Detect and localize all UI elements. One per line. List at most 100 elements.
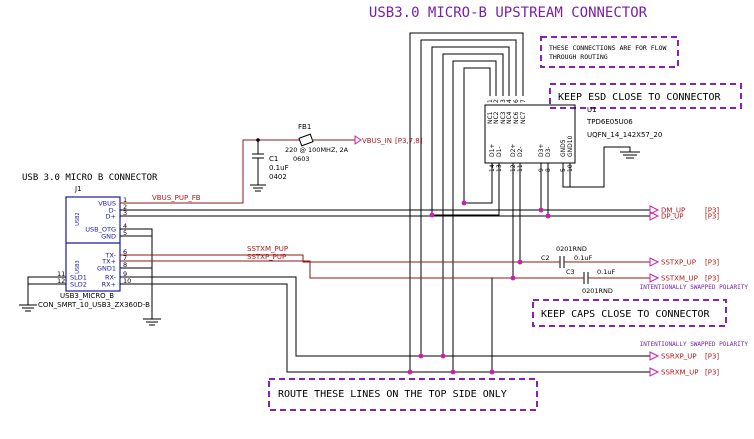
port-dp-up[interactable]: DP_UP [P3] <box>649 211 719 221</box>
u1-pin-name-d2m: D2- <box>517 146 524 157</box>
c2-capacitor[interactable] <box>559 256 565 268</box>
page-title: USB3.0 MICRO-B UPSTREAM CONNECTOR <box>369 5 648 21</box>
port-name: SSRXM_UP <box>661 369 698 377</box>
flow-note-line-1: THESE CONNECTIONS ARE FOR FLOW <box>549 44 666 52</box>
port-sstxm-up[interactable]: SSTXM_UP [P3] <box>649 273 719 283</box>
net-sstxp-pup: SSTXP_PUP <box>247 253 286 261</box>
u1-ground-symbol <box>620 151 640 159</box>
u1-pin-name-d2p: D2+ <box>510 144 517 157</box>
j1-pin-name-4: USB_OTG <box>85 226 116 234</box>
j1-pin-name-12: SLD2 <box>70 281 87 289</box>
caps-note-box: KEEP CAPS CLOSE TO CONNECTOR <box>532 299 727 327</box>
j1-pin-num-2: 2 <box>123 203 127 211</box>
port-name: SSRXP_UP <box>661 353 697 361</box>
j1-pin-name-1: VBUS <box>98 200 116 208</box>
port-name: DM_UP <box>661 207 685 215</box>
port-arrow-icon <box>649 211 660 221</box>
connector-part: USB3_MICRO_B <box>60 292 114 300</box>
u1-esd-device[interactable]: U1 TPD6E05U06 UQFN_14_142X57_20 1NC12NC2… <box>484 99 662 172</box>
j1-pin-name-10: RX+ <box>102 281 116 289</box>
u1-pin-name-d1m: D1- <box>496 146 503 157</box>
j1-pin-name-7: TX+ <box>101 258 116 266</box>
route-note-text: ROUTE THESE LINES ON THE TOP SIDE ONLY <box>278 389 507 400</box>
port-ssrxm-up[interactable]: SSRXM_UP [P3] <box>649 367 719 377</box>
u1-pin-name-d3p: D3+ <box>538 144 545 157</box>
j1-pin-num-1: 1 <box>123 196 127 204</box>
connector-heading: USB 3.0 MICRO B CONNECTOR <box>22 173 158 183</box>
j1-gnd-bus <box>120 228 153 319</box>
j1-pin-num-8: 8 <box>123 261 127 269</box>
u1-pin-num-2: 2 <box>493 99 500 103</box>
j1-pin-num-6: 6 <box>123 248 127 256</box>
u1-pin-num-4: 4 <box>506 99 513 103</box>
net-sstxm-pup: SSTXM_PUP <box>247 245 288 253</box>
port-arrow-icon <box>649 205 660 215</box>
ssrxp-wire <box>120 276 650 357</box>
u1-package: UQFN_14_142X57_20 <box>587 131 662 139</box>
connector-ref: J1 <box>74 185 82 193</box>
u1-ref: U1 <box>587 106 597 114</box>
port-sstxp-up[interactable]: SSTXP_UP[P3] <box>649 257 719 267</box>
net-vbus-pup-fb: VBUS_PUP_FB <box>152 194 201 202</box>
c1-ref: C1 <box>269 155 278 163</box>
port-arrow-icon <box>649 257 660 267</box>
u1-pin-name-d3m: D3- <box>545 146 552 157</box>
esd-note-box: KEEP ESD CLOSE TO CONNECTOR <box>549 83 742 109</box>
c3-value: 0.1uF <box>597 268 615 276</box>
u1-pin-name-nc7: NC7 <box>520 111 527 124</box>
j1-pin-num-12: 12 <box>57 277 65 285</box>
port-ssrxp-up[interactable]: SSRXP_UP [P3] <box>649 351 719 361</box>
route-note-box: ROUTE THESE LINES ON THE TOP SIDE ONLY <box>268 378 538 411</box>
j1-pin-num-10: 10 <box>123 277 131 285</box>
port-ref: [P3] <box>705 213 719 221</box>
j1-pin-num-9: 9 <box>123 270 127 278</box>
port-name: DP_UP <box>661 213 683 221</box>
j1-pin-name-11: SLD1 <box>70 274 87 282</box>
ground-symbol-left <box>19 304 37 312</box>
c2-ref: C2 <box>541 254 550 262</box>
net-vbus-in: VBUS_IN <box>362 137 392 145</box>
u1-part: TPD6E05U06 <box>586 118 633 126</box>
c1-capacitor[interactable] <box>250 140 266 192</box>
esd-note-text: KEEP ESD CLOSE TO CONNECTOR <box>558 92 722 103</box>
port-dm-up[interactable]: DM_UP [P3] <box>649 205 719 215</box>
offsheet-ports: DM_UP[P3]DP_UP[P3]SSTXP_UP[P3]SSTXM_UP[P… <box>649 205 719 377</box>
flow-through-routing <box>409 32 524 372</box>
u1-pin-name-gnd10: GND10 <box>567 135 574 157</box>
fb1-ferrite-bead[interactable] <box>298 133 314 147</box>
u1-pin-name-gnd5: GND5 <box>560 139 567 157</box>
c2-value: 0.1uF <box>574 254 592 262</box>
j1-pin-name-2: D- <box>109 207 117 215</box>
j1-pin-num-4: 4 <box>123 222 127 230</box>
fb1-value: 220 @ 100MHZ, 2A <box>285 146 349 154</box>
u1-pin-num-3: 3 <box>500 99 507 103</box>
j1-pin-name-3: D+ <box>106 213 116 221</box>
swap-note-2: INTENTIONALLY SWAPPED POLARITY <box>640 341 749 348</box>
port-arrow-icon <box>649 367 660 377</box>
j1-pin-num-3: 3 <box>123 209 127 217</box>
port-ref: [P3] <box>705 353 719 361</box>
vbus-pup-fb-wire <box>120 139 300 204</box>
c3-size: 0201RND <box>582 287 613 295</box>
j1-pin-num-7: 7 <box>123 254 127 262</box>
c2-size: 0201RND <box>556 245 587 253</box>
c3-capacitor[interactable] <box>583 272 589 284</box>
port-ref: [P3] <box>705 275 719 283</box>
sstxp-pup-wire <box>120 260 565 279</box>
port-arrow-icon <box>649 351 660 361</box>
c3-ref: C3 <box>566 268 575 276</box>
junction-dots <box>407 200 551 375</box>
port-name: SSTXM_UP <box>661 275 698 283</box>
u1-pin-name-nc3: NC3 <box>500 111 507 124</box>
port-ref: [P3] <box>705 259 719 267</box>
port-ref: [P3] <box>705 369 719 377</box>
port-ref: [P3] <box>705 207 719 215</box>
sld1-wire <box>27 276 66 305</box>
ssrxm-wire <box>120 283 650 373</box>
flow-note-box: THESE CONNECTIONS ARE FOR FLOW THROUGH R… <box>540 36 679 68</box>
j1-pin-name-8: GND1 <box>97 265 116 273</box>
